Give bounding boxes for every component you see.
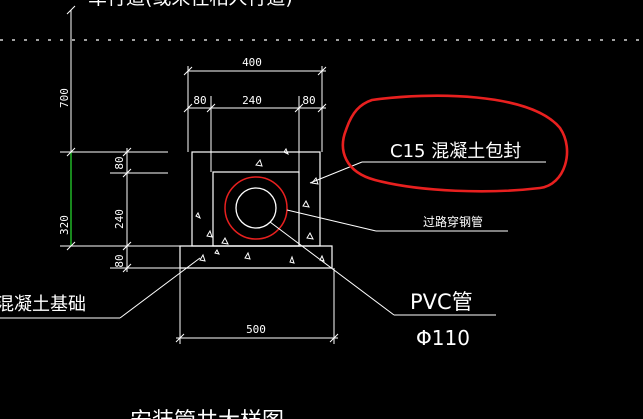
dimension-tick <box>66 5 76 15</box>
dimension-tick <box>206 103 216 113</box>
pvc-leader-line <box>269 221 395 316</box>
crossing-pipe-circle <box>224 176 288 240</box>
dimension-tick <box>122 241 132 251</box>
dim-400: 400 <box>242 56 262 69</box>
encasement-leader-line <box>309 161 363 184</box>
concrete-base <box>179 245 333 269</box>
pvc-pipe-label: PVC管 <box>410 290 473 314</box>
pvc-pipe-circle <box>235 187 277 229</box>
bottom-title-partial: 安装管井大样图 <box>130 409 284 419</box>
crossing-pipe-leader-line <box>286 209 377 232</box>
dim-320: 320 <box>58 215 71 235</box>
c15-encasement-label: C15 混凝土包封 <box>390 141 521 162</box>
dim-80-right: 80 <box>302 94 315 107</box>
concrete-encasement-inner <box>212 171 300 247</box>
dimension-tick <box>122 263 132 273</box>
pvc-diameter-label: Φ110 <box>416 326 470 350</box>
dimension-tick <box>122 147 132 157</box>
concrete-base-label: 混凝土基础 <box>0 294 86 315</box>
dimension-tick <box>329 333 339 343</box>
dim-80-left: 80 <box>193 94 206 107</box>
dimension-tick <box>183 66 193 76</box>
dimension-tick <box>294 103 304 113</box>
road-label-partial: 车行道(或来往相人行道) <box>88 0 293 9</box>
highlight-ellipse <box>341 94 569 193</box>
crossing-pipe-label: 过路穿钢管 <box>423 214 483 229</box>
concrete-hatching <box>195 147 325 264</box>
dimension-tick <box>317 66 327 76</box>
base-leader-line <box>119 257 201 319</box>
dimension-tick <box>317 103 327 113</box>
dim-80-base: 80 <box>113 254 126 267</box>
dim-700: 700 <box>58 88 71 108</box>
dim-500: 500 <box>246 323 266 336</box>
dim-240-height: 240 <box>113 209 126 229</box>
dim-80-top: 80 <box>113 156 126 169</box>
dimension-tick <box>175 333 185 343</box>
dimension-tick <box>183 103 193 113</box>
dimension-tick <box>122 168 132 178</box>
dim-240-width: 240 <box>242 94 262 107</box>
